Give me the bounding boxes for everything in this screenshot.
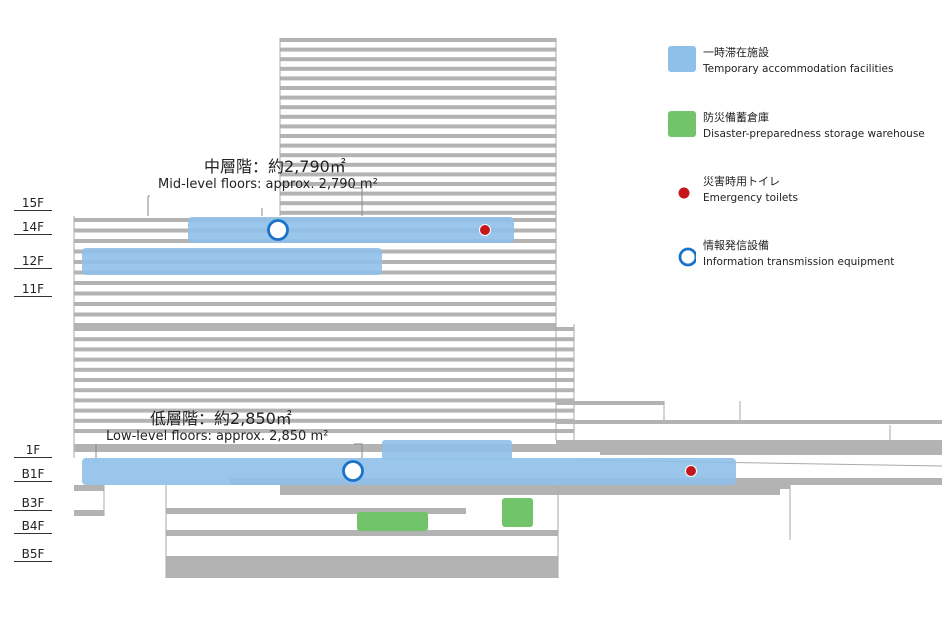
- podium-slab: [74, 337, 574, 342]
- b4-slab: [166, 530, 558, 536]
- mid-level-callout: 中層階：約2,790㎡ Mid-level floors: approx. 2,…: [158, 157, 378, 193]
- annex-basement-slab: [620, 485, 790, 489]
- blue-area-swatch-icon: [668, 46, 696, 72]
- floor-label-b4f: B4F: [14, 519, 52, 534]
- tower-slab: [280, 210, 556, 215]
- floor-label-11f: 11F: [14, 282, 52, 297]
- legend-info-en: Information transmission equipment: [703, 256, 895, 268]
- basement-room: [108, 488, 122, 500]
- legend-info-ja: 情報発信設備: [703, 239, 769, 252]
- tower-slab: [280, 86, 556, 90]
- green-area-swatch-icon: [668, 111, 696, 137]
- floor-label-b3f: B3F: [14, 496, 52, 511]
- tower-slab: [280, 153, 556, 158]
- floor-label-b1f: B1F: [14, 467, 52, 482]
- b5-slab: [166, 556, 558, 578]
- low-level-callout-ja: 低層階：約2,850㎡: [150, 409, 292, 428]
- legend-accommodation-en: Temporary accommodation facilities: [703, 63, 894, 75]
- floor-label-b5f: B5F: [14, 547, 52, 562]
- legend-accommodation-ja: 一時滞在施設: [703, 46, 769, 59]
- tower-slab: [280, 172, 556, 177]
- legend-toilets-en: Emergency toilets: [703, 192, 798, 204]
- accommodation-area-b1f: [82, 458, 736, 485]
- tower-slab: [280, 66, 556, 71]
- b3-slab: [166, 508, 466, 514]
- b2-slab: [280, 485, 780, 495]
- podium-slab: [74, 388, 574, 393]
- tower-slab: [280, 191, 556, 196]
- mid-level-callout-en: Mid-level floors: approx. 2,790 m²: [158, 177, 378, 192]
- info-equipment-icon-b1f: [342, 460, 364, 482]
- storage-area-b3f: [502, 498, 533, 527]
- floor-label-1f: 1F: [14, 443, 52, 458]
- tower-slab: [280, 124, 556, 129]
- podium-slab: [74, 347, 574, 352]
- toilet-icon-b1f: [685, 465, 697, 477]
- basement-slab: [74, 485, 104, 491]
- podium-slab: [74, 357, 574, 362]
- mid-callout-leader: [147, 187, 363, 216]
- podium-slab: [74, 429, 574, 433]
- mid-slab: [74, 312, 556, 317]
- annex-slab: [556, 401, 664, 405]
- tower-slab: [280, 57, 556, 62]
- storage-area-b4f: [357, 512, 428, 531]
- tower-slab: [280, 134, 556, 138]
- low-callout-leader: [95, 443, 363, 458]
- mid-slab: [74, 281, 556, 285]
- legend-storage-en: Disaster-preparedness storage warehouse: [703, 128, 925, 140]
- tower-slab: [280, 38, 556, 42]
- podium-slab: [74, 367, 574, 372]
- mid-slab: [74, 323, 556, 327]
- legend-toilets-ja: 災害時用トイレ: [703, 175, 780, 188]
- low-level-callout-en: Low-level floors: approx. 2,850 m²: [106, 429, 329, 444]
- floor-label-12f: 12F: [14, 254, 52, 269]
- podium-slab: [74, 408, 574, 413]
- accommodation-area-1f: [382, 440, 512, 460]
- legend-storage-ja: 防災備蓄倉庫: [703, 111, 769, 124]
- mid-level-callout-ja: 中層階：約2,790㎡: [204, 157, 346, 176]
- tower-slab: [280, 182, 556, 186]
- accommodation-area-14f: [188, 217, 514, 243]
- tower-slab: [280, 105, 556, 110]
- annex-slab: [600, 452, 942, 455]
- tower-slab: [280, 47, 556, 52]
- basement-slab: [74, 510, 104, 516]
- podium-slab: [74, 398, 574, 403]
- annex-slab: [556, 420, 942, 424]
- tower-slab: [280, 162, 556, 167]
- floor-label-15f: 15F: [14, 196, 52, 211]
- tower-slab: [280, 201, 556, 206]
- info-equipment-icon-14f: [267, 219, 289, 241]
- podium-slab: [74, 378, 574, 382]
- tower-slab: [280, 95, 556, 100]
- low-level-callout: 低層階：約2,850㎡ Low-level floors: approx. 2,…: [106, 409, 328, 445]
- blue-ring-icon: [678, 247, 696, 267]
- toilet-icon-14f: [479, 224, 491, 236]
- accommodation-area-12f: [82, 248, 382, 275]
- tower-slab: [280, 114, 556, 119]
- mid-slab: [74, 302, 556, 306]
- podium-slab: [74, 327, 574, 331]
- annex-slab: [556, 440, 942, 444]
- tower-slab: [280, 143, 556, 148]
- floor-slabs: [73, 38, 942, 578]
- tower-slab: [280, 76, 556, 81]
- podium-slab: [74, 418, 574, 423]
- red-dot-icon: [678, 187, 690, 199]
- mid-slab: [74, 291, 556, 296]
- floor-label-14f: 14F: [14, 220, 52, 235]
